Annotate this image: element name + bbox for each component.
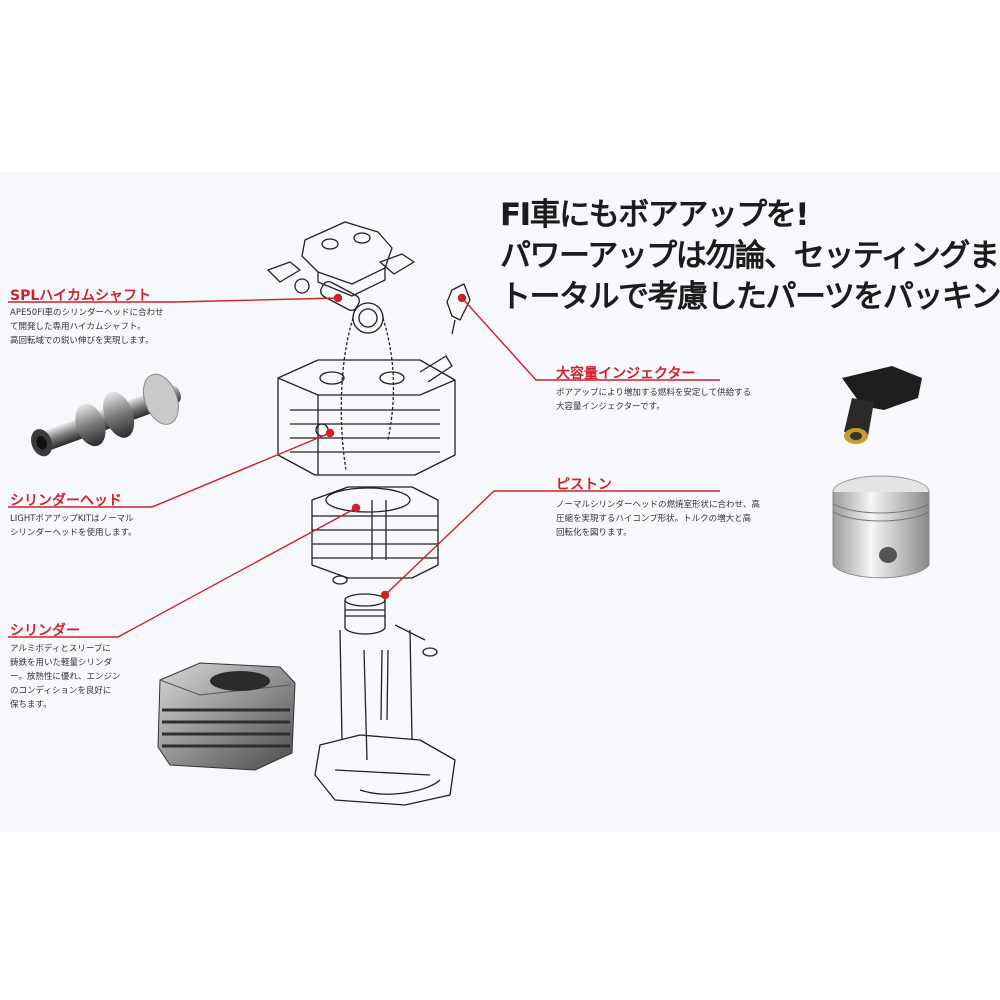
rocker-arm-assembly — [267, 221, 415, 297]
camshaft-desc-line-2: て開発した専用ハイカムシャフト。 — [10, 322, 146, 332]
piston-desc-line-3: 回転化を図ります。 — [556, 528, 632, 538]
headline-line-2: パワーアップは勿論、セッティングまで — [500, 238, 1000, 274]
camshaft-description: APE50FI車のシリンダーヘッドに合わせ て開発した専用ハイカムシャフト。 高… — [10, 306, 164, 348]
camshaft-label: SPLハイカムシャフト — [10, 288, 151, 304]
injector-photo — [842, 366, 922, 444]
injector-description: ボアアップにより増加する燃料を安定して供給する 大容量インジェクターです。 — [556, 386, 751, 414]
leader-line-cylinder — [8, 507, 357, 638]
cylinder-desc-line-1: アルミボディとスリーブに — [10, 644, 111, 654]
cylinder-head-desc-line-2: シリンダーヘッドを使用します。 — [10, 528, 137, 538]
camshaft-desc-line-1: APE50FI車のシリンダーヘッドに合わせ — [10, 308, 164, 318]
cylinder-head-desc-line-1: LIGHTボアアップKITはノーマル — [10, 514, 134, 524]
leader-line-cylinder-head — [8, 432, 331, 508]
cylinder-line-art — [311, 486, 439, 579]
cylinder-label: シリンダー — [10, 623, 80, 639]
piston-line-art — [332, 575, 438, 657]
cylinder-head-line-art — [277, 355, 456, 476]
camshaft-desc-line-3: 高回転域での鋭い伸びを実現します。 — [10, 336, 154, 346]
piston-desc-line-2: 圧縮を実現するハイコンプ形状。トルクの増大と高 — [556, 514, 752, 524]
headline: FI車にもボアアップを! パワーアップは勿論、セッティングまで トータルで考慮し… — [500, 195, 1000, 318]
piston-label: ピストン — [556, 477, 612, 493]
injector-line-art — [446, 283, 471, 335]
cylinder-head-description: LIGHTボアアップKITはノーマル シリンダーヘッドを使用します。 — [10, 512, 137, 540]
cylinder-desc-line-3: ー。放熱性に優れ、エンジン — [10, 672, 121, 682]
crankcase-line-art — [314, 629, 456, 806]
injector-label: 大容量インジェクター — [556, 366, 696, 382]
cylinder-head-label: シリンダーヘッド — [10, 493, 122, 509]
leader-line-camshaft — [8, 297, 339, 303]
cylinder-photo — [157, 662, 296, 771]
piston-photo — [832, 475, 930, 579]
injector-desc-line-1: ボアアップにより増加する燃料を安定して供給する — [556, 388, 752, 398]
leader-line-piston — [384, 490, 720, 596]
piston-desc-line-1: ノーマルシリンダーヘッドの燃焼室形状に合わせ、高 — [556, 500, 761, 510]
cylinder-desc-line-4: のコンディションを良好に — [10, 686, 112, 696]
cylinder-description: アルミボディとスリーブに 鋳鉄を用いた軽量シリンダ ー。放熱性に優れ、エンジン … — [10, 642, 121, 712]
headline-line-3: トータルで考慮したパーツをパッキング — [500, 279, 1000, 315]
camshaft-photo — [31, 373, 181, 457]
cylinder-desc-line-2: 鋳鉄を用いた軽量シリンダ — [10, 658, 113, 668]
piston-description: ノーマルシリンダーヘッドの燃焼室形状に合わせ、高 圧縮を実現するハイコンプ形状。… — [556, 498, 760, 540]
headline-line-1: FI車にもボアアップを! — [500, 197, 809, 233]
cylinder-desc-line-5: 保ちます。 — [10, 700, 52, 710]
leader-line-injector — [461, 297, 720, 381]
injector-desc-line-2: 大容量インジェクターです。 — [556, 402, 665, 412]
